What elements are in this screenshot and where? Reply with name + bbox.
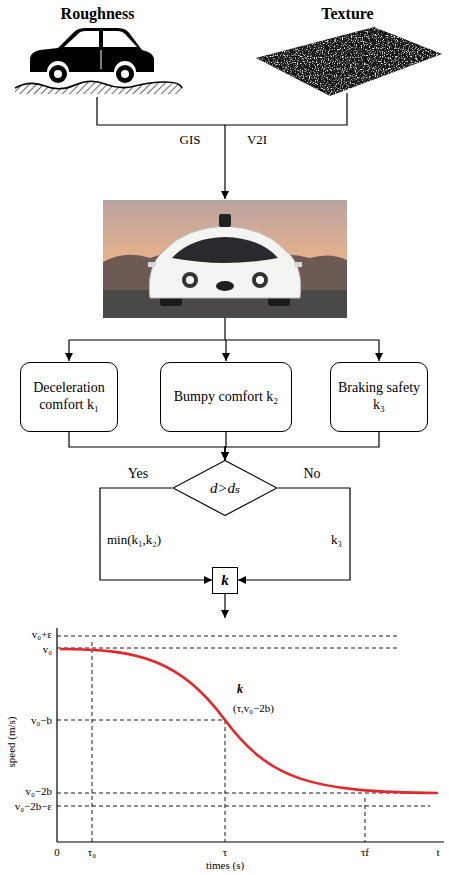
photo-headlight <box>182 272 198 288</box>
photo-headlight-lamp <box>186 276 194 284</box>
guide-lines <box>57 636 430 842</box>
road-profile <box>15 81 182 89</box>
axis-tick-label: τ₀ <box>87 846 97 859</box>
diamond-shape <box>173 461 277 516</box>
axis-title: times (s) <box>205 859 245 872</box>
box-label: Deceleration comfort k₁ <box>27 380 111 414</box>
axis-tick-label: v₀−2b <box>24 785 53 798</box>
guide-line <box>57 793 430 794</box>
result-box: k <box>212 567 238 594</box>
figure-heading: Texture <box>250 4 445 24</box>
link-label: V2I <box>246 133 268 148</box>
split-arrow <box>68 340 69 361</box>
car-on-rough-road <box>15 28 182 94</box>
criterion-box: Braking safety k₃ <box>330 362 428 432</box>
flow-connector <box>238 488 350 580</box>
flow-connector <box>100 488 212 580</box>
box-label: Bumpy comfort k₂ <box>174 389 278 406</box>
speed-curve <box>60 649 438 793</box>
photo-mirror <box>294 262 302 267</box>
car-body <box>30 28 154 72</box>
output-arrow <box>224 592 225 618</box>
car-hub <box>54 70 62 78</box>
link-label: GIS <box>179 133 202 148</box>
point-label: (τ,v₀−2b) <box>232 702 275 715</box>
axis-tick-label: v₀ <box>42 643 53 656</box>
criterion-box: Bumpy comfort k₂ <box>160 362 292 432</box>
guide-line <box>365 798 366 842</box>
photo-windshield <box>172 237 278 263</box>
guide-line <box>92 642 93 842</box>
decision-label: d>dₛ <box>210 479 240 497</box>
axis-tick-label: v₀−b <box>30 714 53 727</box>
car-door-line <box>101 50 102 69</box>
photo-mirror <box>148 262 156 267</box>
split-wires <box>69 318 379 618</box>
split-arrow <box>378 340 379 361</box>
speed-chart <box>57 628 444 842</box>
photo-sky <box>103 200 347 318</box>
merge-line <box>97 93 347 125</box>
branch-label: min(k₁,k₂) <box>106 533 162 548</box>
flow-connector <box>225 432 379 460</box>
figure-heading: Roughness <box>15 4 180 24</box>
x-axis <box>57 841 444 842</box>
split-stem <box>224 318 225 340</box>
box-label: Braking safety k₃ <box>337 380 421 414</box>
photo-sensor <box>219 214 231 227</box>
merge-arrow <box>224 125 225 199</box>
curve-label: k <box>236 683 244 697</box>
axis-tick-label: v₀−2b−ε <box>14 800 53 813</box>
axis-tick-label: τ <box>222 846 228 859</box>
photo-headlight <box>252 272 268 288</box>
ground-hatch <box>15 81 182 94</box>
branch-condition: Yes <box>127 466 149 482</box>
input-wires <box>97 93 347 199</box>
guide-line <box>57 648 400 649</box>
branch-condition: No <box>302 466 321 482</box>
texture-surface <box>250 24 446 100</box>
axis-tick-label: t <box>435 846 440 859</box>
result-label: k <box>221 572 229 589</box>
axis-tick-label: τf <box>360 846 370 859</box>
photo-headlight-lamp <box>256 276 264 284</box>
guide-line <box>57 720 225 721</box>
y-axis <box>56 628 57 842</box>
texture-speckle <box>250 24 446 100</box>
car-window <box>64 31 99 47</box>
roughness-figure: Roughness <box>15 4 180 94</box>
photo-car-body <box>149 226 300 298</box>
criterion-box: Deceleration comfort k₁ <box>20 362 118 432</box>
decision-diamond: d>dₛ <box>172 460 278 516</box>
car-wheel <box>49 65 67 83</box>
connector-group <box>69 432 379 580</box>
texture-figure: Texture <box>250 4 445 98</box>
guide-line <box>57 806 430 807</box>
car-hub <box>121 70 129 78</box>
photo-nose <box>216 281 234 291</box>
guide-line <box>225 720 226 842</box>
branch-label: k₃ <box>330 533 343 548</box>
car-window <box>103 31 137 47</box>
axis-tick-label: 0 <box>53 846 61 859</box>
guide-line <box>57 636 400 637</box>
axis-title: speed (m/s) <box>5 715 18 768</box>
autonomous-car-photo <box>103 200 347 318</box>
split-bar <box>69 339 379 340</box>
split-arrow <box>225 340 226 361</box>
car-wheel <box>116 65 134 83</box>
flow-connector <box>69 432 225 460</box>
axis-tick-label: v₀+ε <box>31 628 53 641</box>
